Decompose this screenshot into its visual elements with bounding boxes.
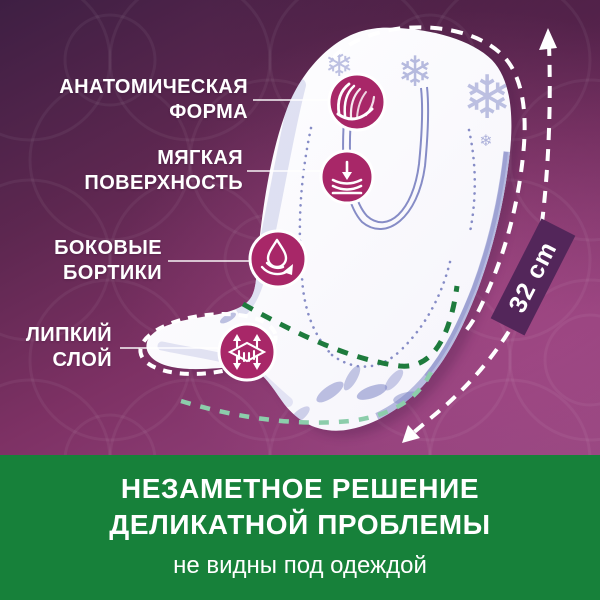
banner-subtitle: не видны под одеждой xyxy=(173,552,427,579)
svg-text:❄: ❄ xyxy=(397,47,432,96)
callout-lines xyxy=(120,99,332,349)
arrow-up-icon xyxy=(539,28,557,50)
adhesive-outline xyxy=(180,285,460,425)
feature-label-side-barriers: БОКОВЫЕ БОРТИКИ xyxy=(54,237,162,284)
side-barriers-icon xyxy=(248,229,308,289)
feature-label-soft-surface: МЯГКАЯ ПОВЕРХНОСТЬ xyxy=(84,147,243,194)
feature-label-anatomical-shape: АНАТОМИЧЕСКАЯ ФОРМА xyxy=(59,76,248,123)
length-measure-line xyxy=(402,28,557,443)
arrow-down-icon xyxy=(402,425,420,443)
soft-surface-icon xyxy=(319,149,375,205)
feature-label-adhesive-layer: ЛИПКИЙ СЛОЙ xyxy=(25,324,112,371)
svg-text:❄: ❄ xyxy=(479,131,492,150)
anatomical-shape-icon xyxy=(327,72,387,132)
pad-contour-dashed xyxy=(331,25,527,337)
banner-title: НЕЗАМЕТНОЕ РЕШЕНИЕ ДЕЛИКАТНОЙ ПРОБЛЕМЫ xyxy=(109,473,491,540)
bottom-banner: НЕЗАМЕТНОЕ РЕШЕНИЕ ДЕЛИКАТНОЙ ПРОБЛЕМЫ н… xyxy=(0,455,600,600)
adhesive-area-ellipse xyxy=(138,312,278,376)
adhesive-layer-icon xyxy=(217,322,277,382)
